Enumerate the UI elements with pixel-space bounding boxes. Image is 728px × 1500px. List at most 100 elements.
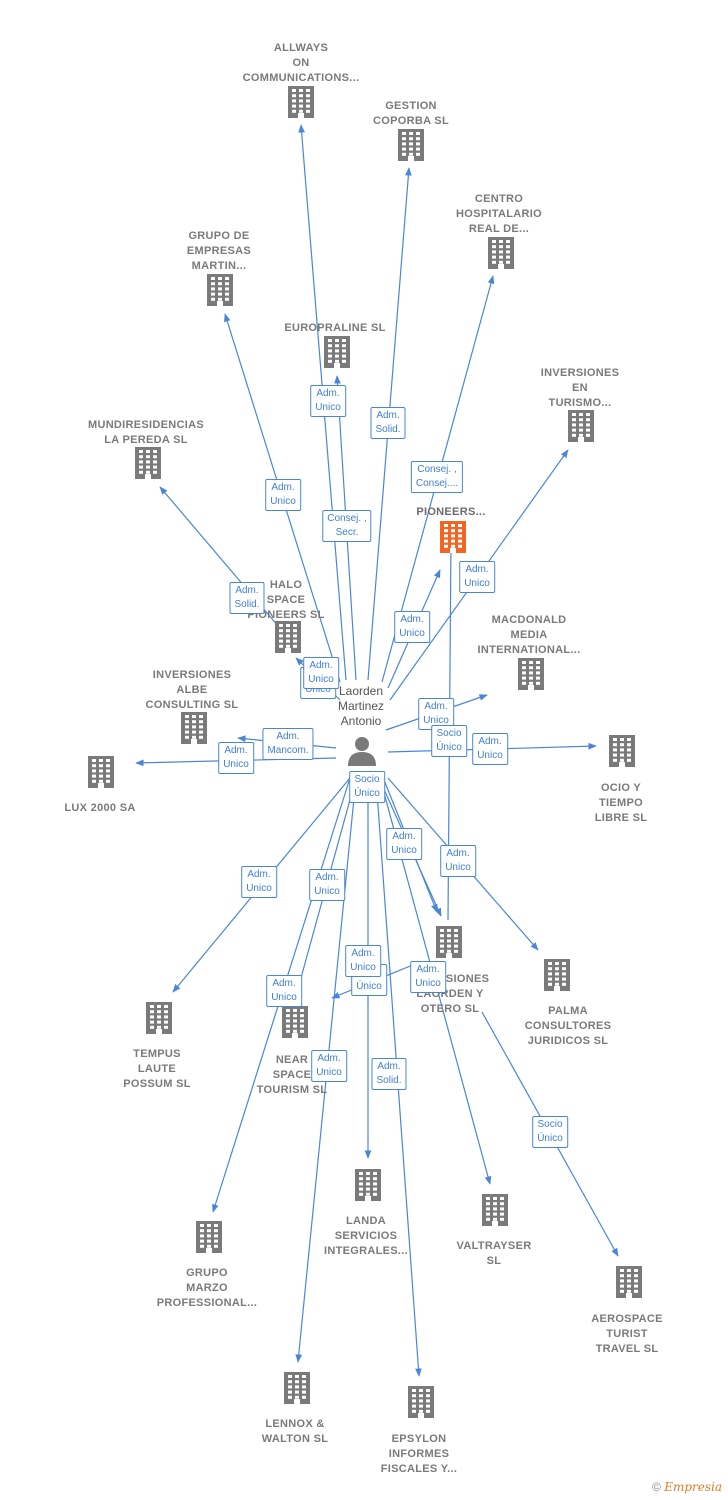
company-building-icon[interactable] — [609, 735, 635, 767]
company-name-line: FISCALES Y... — [380, 1463, 458, 1475]
company-building-icon[interactable] — [482, 1194, 508, 1226]
company-name-line: LANDA — [346, 1215, 386, 1227]
relation-role-line: Secr. — [335, 527, 359, 538]
company-building-icon[interactable] — [436, 926, 462, 958]
relation-role-badge[interactable]: Adm.Unico — [394, 611, 430, 643]
relation-role-badge[interactable]: Adm.Solid. — [371, 1058, 407, 1090]
relation-role-line: Adm. — [400, 614, 424, 625]
company-building-icon[interactable] — [181, 712, 207, 744]
company-name-label[interactable]: LUX 2000 SA — [25, 801, 175, 816]
company-name-line: HALO — [269, 579, 303, 591]
company-building-icon[interactable] — [355, 1169, 381, 1201]
relation-role-badge[interactable]: Adm.Unico — [266, 975, 302, 1007]
relation-role-badge[interactable]: Adm.Unico — [459, 561, 495, 593]
copyright-symbol: © — [652, 1480, 661, 1494]
relation-role-badge[interactable]: Adm.Unico — [241, 866, 277, 898]
brand-logo-text[interactable]: Empresia — [664, 1480, 722, 1494]
relation-role-badge[interactable]: Adm.Unico — [311, 1050, 347, 1082]
person-icon[interactable] — [348, 737, 376, 766]
company-name-label[interactable]: EUROPRALINE SL — [260, 321, 410, 336]
company-building-icon[interactable] — [408, 1386, 434, 1418]
company-building-icon[interactable] — [135, 447, 161, 479]
relation-role-badge[interactable]: Adm.Unico — [440, 845, 476, 877]
relation-role-line: Adm. — [235, 585, 259, 596]
relation-role-line: Adm. — [316, 388, 340, 399]
company-building-icon[interactable] — [518, 658, 544, 690]
relation-role-badge[interactable]: Adm.Unico — [418, 698, 454, 730]
relation-role-badge[interactable]: Adm.Solid. — [229, 582, 265, 614]
relation-role-badge[interactable]: Adm.Unico — [310, 385, 346, 417]
relation-role-badge[interactable]: Adm.Unico — [309, 869, 345, 901]
relation-role-line: Adm. — [478, 736, 502, 747]
company-building-icon[interactable] — [568, 410, 594, 442]
relation-role-line: Unico — [314, 886, 340, 897]
company-building-icon[interactable] — [88, 756, 114, 788]
relation-role-badge[interactable]: Adm.Unico — [345, 945, 381, 977]
relation-role-badge[interactable]: Adm.Unico — [218, 742, 254, 774]
company-building-icon[interactable] — [324, 336, 350, 368]
relation-role-line: Socio — [537, 1119, 563, 1130]
company-name-line: TEMPUS — [133, 1048, 181, 1060]
relation-role-badge[interactable]: Adm.Unico — [472, 733, 508, 765]
relation-role-badge[interactable]: Adm.Mancom. — [262, 728, 314, 760]
relation-role-badge[interactable]: Adm.Unico — [386, 828, 422, 860]
company-building-icon[interactable] — [196, 1221, 222, 1253]
company-building-icon[interactable] — [440, 521, 466, 553]
company-building-icon[interactable] — [207, 274, 233, 306]
company-building-icon[interactable] — [282, 1006, 308, 1038]
relation-role-line: Adm. — [424, 701, 448, 712]
company-building-icon[interactable] — [284, 1372, 310, 1404]
relation-role-badge[interactable]: Consej. ,Consej.... — [410, 461, 464, 493]
company-name-label[interactable]: PIONEERS... — [376, 505, 526, 520]
relation-role-badge[interactable]: Adm.Unico — [303, 657, 339, 689]
relation-role-line: Adm. — [392, 831, 416, 842]
company-name-line: INTEGRALES... — [324, 1245, 408, 1257]
relation-role-line: Único — [537, 1133, 563, 1144]
relation-role-line: Adm. — [309, 660, 333, 671]
company-building-icon[interactable] — [544, 959, 570, 991]
company-building-icon[interactable] — [288, 86, 314, 118]
company-building-icon[interactable] — [146, 1002, 172, 1034]
company-name-line: COMMUNICATIONS... — [242, 72, 360, 84]
relation-role-badge[interactable]: Adm. Solid. — [370, 407, 406, 439]
relation-edge — [159, 486, 291, 641]
company-name-line: WALTON SL — [261, 1433, 329, 1445]
relation-role-badge[interactable]: Adm.Unico — [265, 479, 301, 511]
company-building-icon[interactable] — [616, 1266, 642, 1298]
relation-role-line: Unico — [316, 1067, 342, 1078]
relation-role-badge[interactable]: Consej. ,Secr. — [322, 510, 372, 542]
company-name-label[interactable]: LENNOX &WALTON SL — [220, 1417, 370, 1447]
company-building-icon[interactable] — [275, 621, 301, 653]
company-building-icon[interactable] — [398, 129, 424, 161]
relation-role-badge[interactable]: Adm.Unico — [410, 961, 446, 993]
relation-role-line: Solid. — [375, 424, 401, 435]
relation-role-line: Adm. — [276, 731, 300, 742]
company-name-line: TOURISM SL — [256, 1084, 328, 1096]
company-name-line: INVERSIONES — [410, 973, 490, 985]
company-building-icon[interactable] — [488, 237, 514, 269]
company-name-line: HOSPITALARIO — [456, 208, 542, 220]
relation-role-line: Adm. — [376, 410, 400, 421]
